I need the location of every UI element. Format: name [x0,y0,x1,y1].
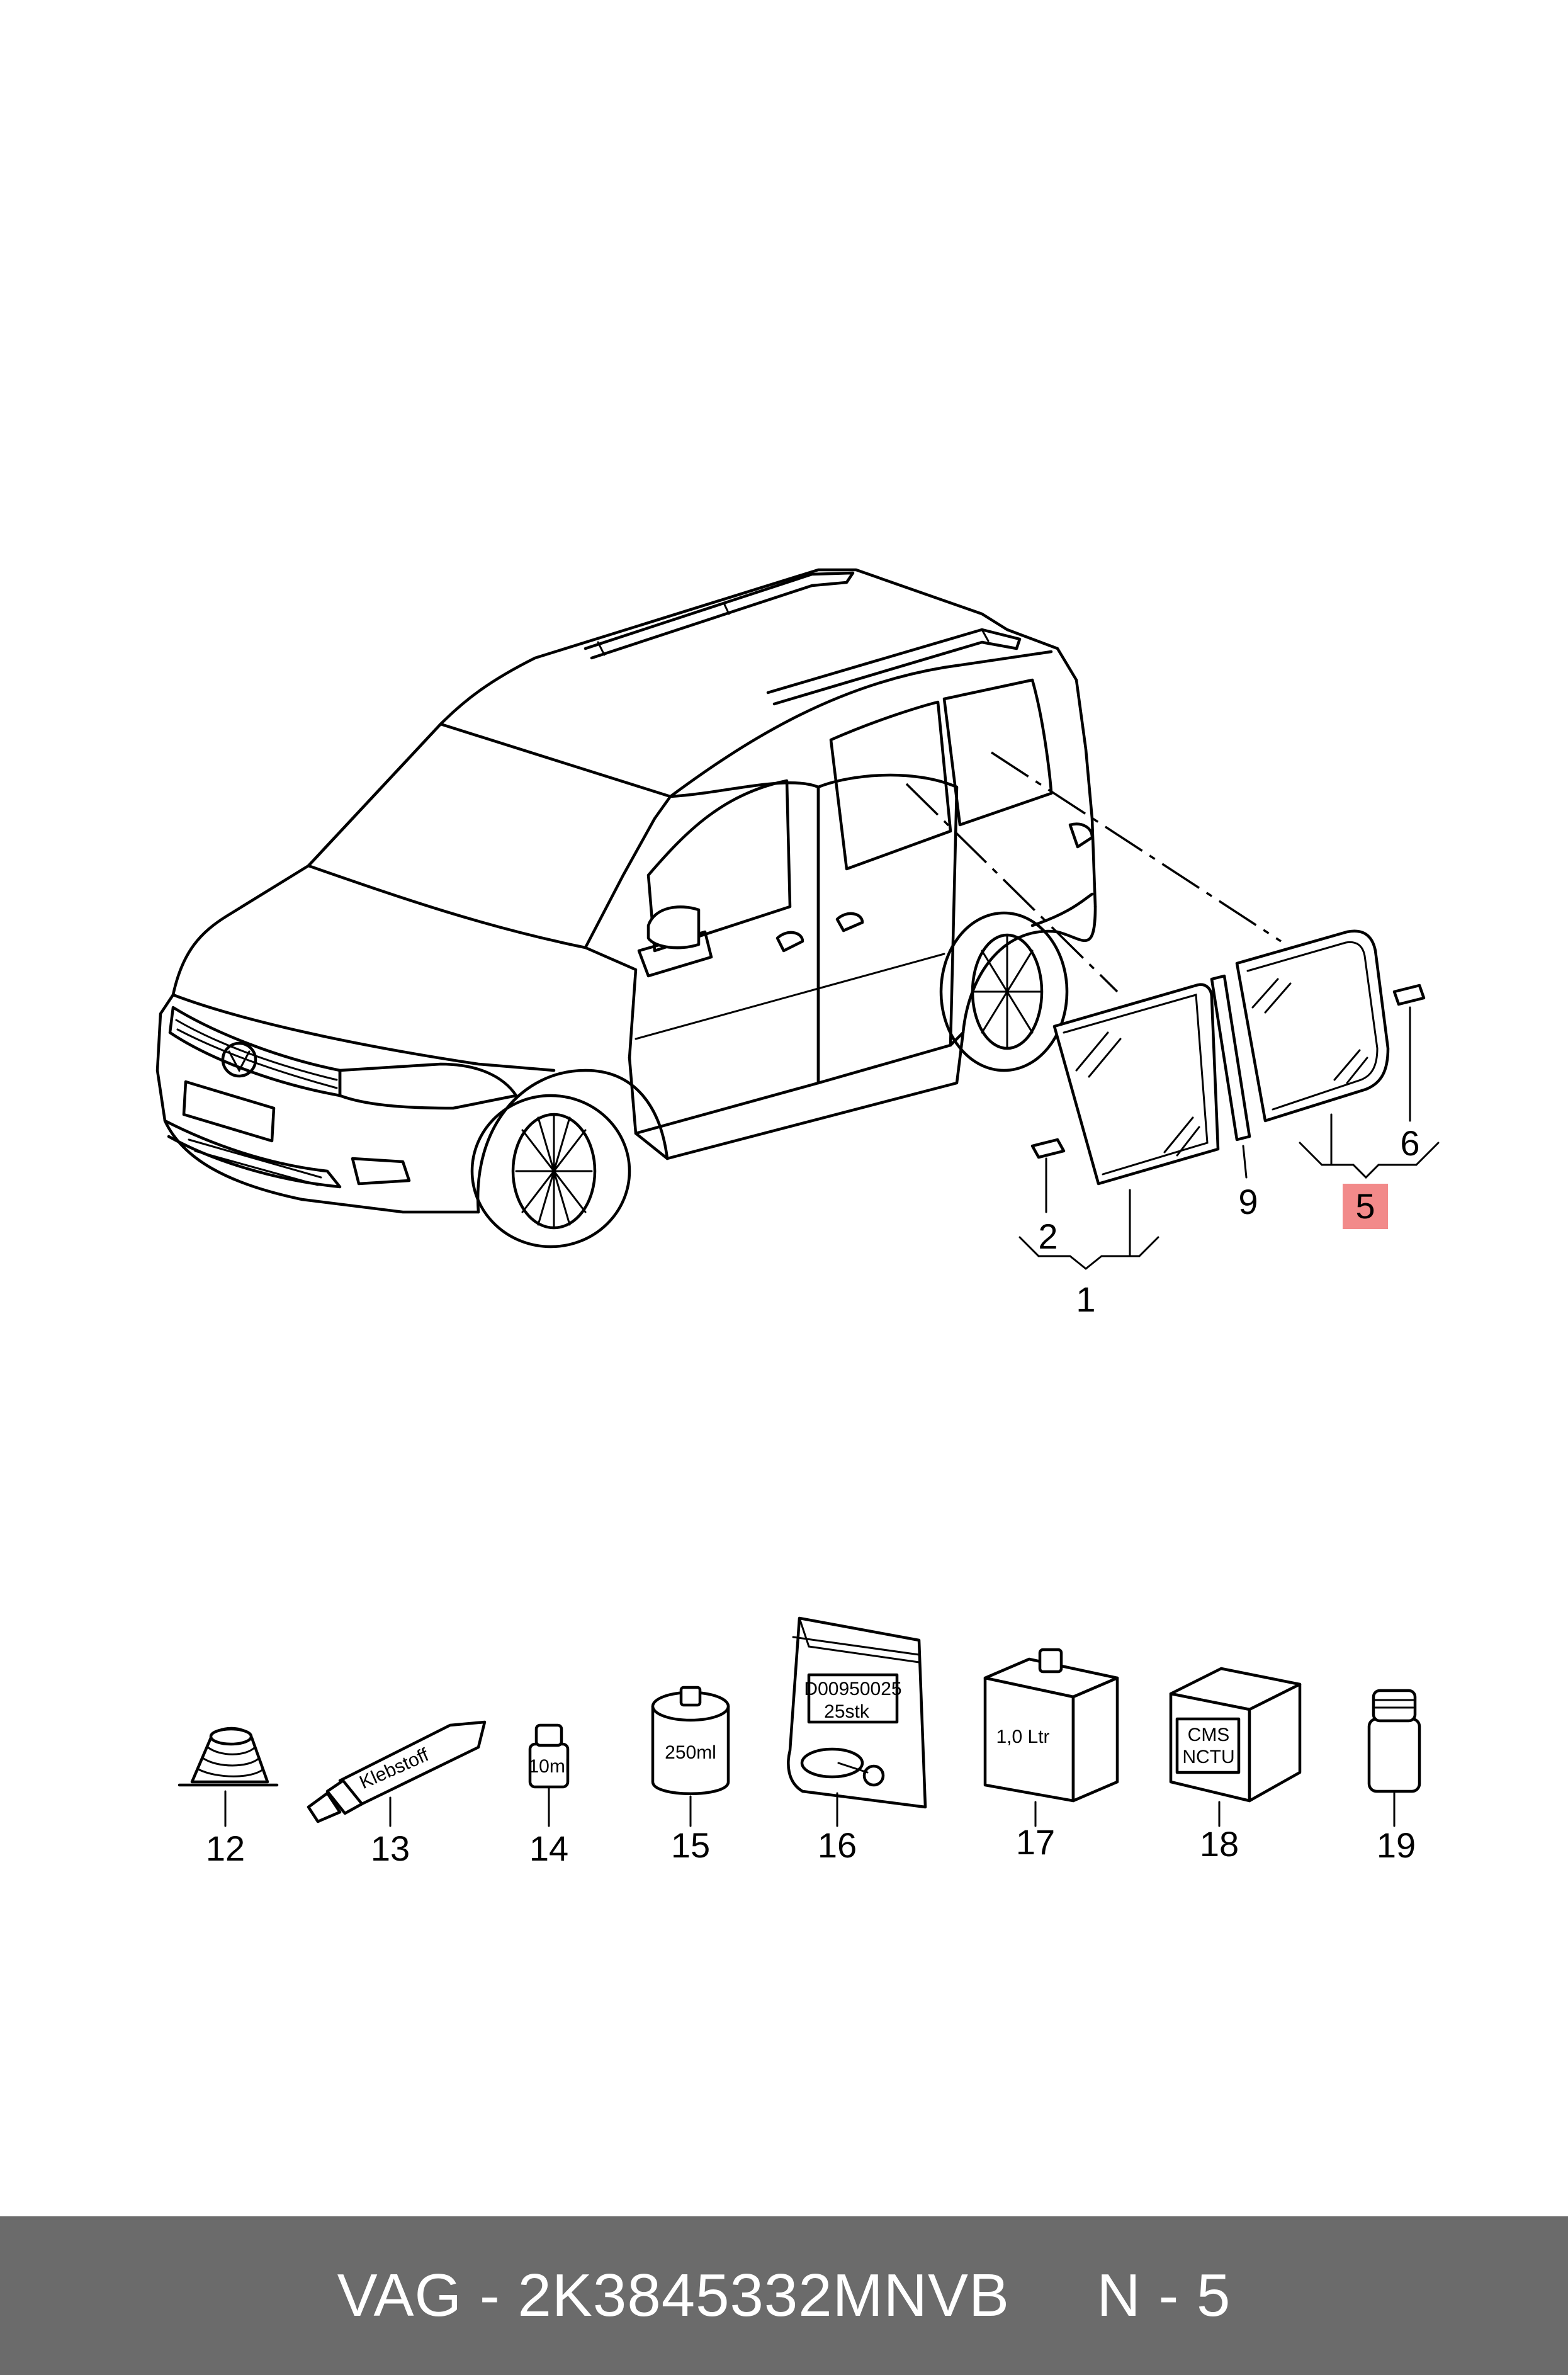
clip-part-6 [1392,983,1426,1006]
callout-16: 16 [818,1825,857,1865]
callouts-bottom: 12 13 14 15 16 17 18 19 [206,1822,1416,1868]
window-seal-strip [1210,974,1251,1142]
box-label-line1: CMS [1188,1725,1230,1745]
callout-17: 17 [1016,1822,1055,1862]
small-bottle-label: 10ml [528,1756,569,1777]
callout-15: 15 [671,1825,710,1865]
box-label-line2: NCTU [1182,1747,1234,1767]
canister-label: 1,0 Ltr [996,1726,1049,1747]
footer-part-number: 2K3845332MNVB [517,2262,1010,2329]
bag-label-line2: 25stk [824,1701,870,1722]
van-illustration [155,568,1097,1249]
part-17-canister: 1,0 Ltr [983,1648,1119,1827]
window-glass-right [1235,929,1390,1123]
part-16-parts-bag: D00950025 25stk [787,1616,927,1827]
footer-position-label: N - 5 [1097,2262,1231,2329]
parts-diagram: 2 1 9 5 6 Klebstoff 10ml 250ml [155,568,1440,1868]
part-14-small-bottle: 10ml [528,1723,570,1827]
callout-12: 12 [206,1828,245,1868]
clip-part-2 [1030,1138,1066,1159]
can-label: 250ml [665,1742,716,1763]
footer-bar: VAG - 2K3845332MNVB N - 5 [0,2216,1568,2375]
footer-separator: - [479,2262,500,2329]
callout-13: 13 [371,1828,410,1868]
callout-1: 1 [1076,1279,1095,1319]
footer-brand: VAG [337,2262,463,2329]
callouts-top: 2 1 9 5 6 [1038,1123,1419,1319]
callout-5: 5 [1355,1186,1375,1226]
leader-lines [905,751,1282,993]
callout-2: 2 [1038,1216,1058,1256]
callout-18: 18 [1200,1824,1239,1864]
footer-caption: VAG - 2K3845332MNVB N - 5 [337,2261,1231,2330]
part-18-box: CMS NCTU [1169,1667,1302,1827]
part-19-bottle [1367,1689,1421,1827]
part-12-grommet [178,1726,279,1827]
window-glass-left [1052,983,1220,1186]
callout-9: 9 [1238,1182,1258,1222]
part-13-adhesive-tube: Klebstoff [307,1720,487,1827]
callout-14: 14 [529,1828,568,1868]
callout-19: 19 [1377,1825,1416,1865]
part-15-can: 250ml [651,1686,730,1827]
callout-5-highlight [1343,1184,1388,1229]
callout-6: 6 [1400,1123,1419,1163]
bag-label-line1: D00950025 [804,1679,901,1699]
callout-leaders-top [1018,1006,1440,1270]
